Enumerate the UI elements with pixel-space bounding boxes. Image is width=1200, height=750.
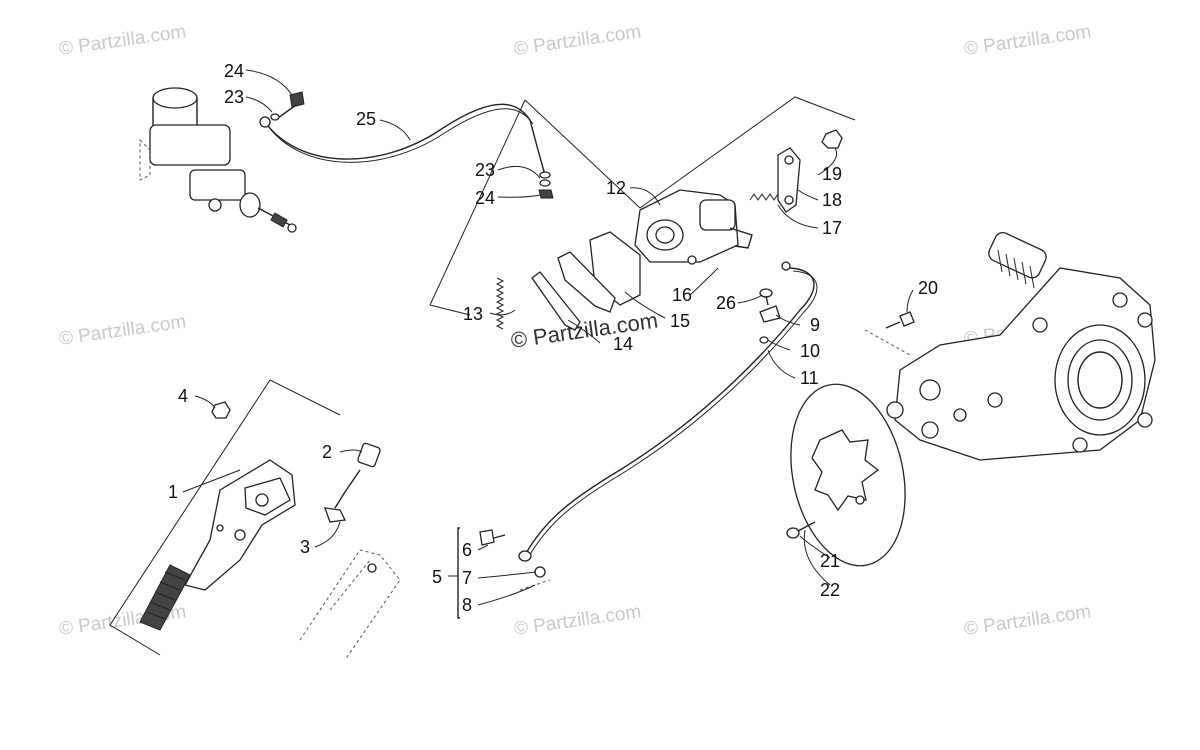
gearcase-bolt [885, 311, 915, 329]
caliper-lever [777, 147, 801, 213]
callout-11: 11 [800, 368, 819, 388]
callout-8: 8 [462, 595, 472, 615]
brake-disc [790, 383, 906, 567]
callout-14: 14 [613, 334, 633, 354]
leader-lines [182, 69, 914, 606]
handbrake-lever [109, 379, 341, 656]
callout-23: 23 [224, 87, 244, 107]
callout-2: 2 [322, 442, 332, 462]
watermark: © Partzilla.com [513, 21, 643, 60]
callout-3: 3 [300, 537, 310, 557]
callout-5: 5 [432, 567, 442, 587]
watermark: © Partzilla.com [58, 21, 188, 60]
caliper-bracket [531, 231, 641, 331]
callout-4: 4 [178, 386, 188, 406]
callout-20: 20 [918, 278, 938, 298]
callout-numbers: 24 23 25 23 24 12 19 18 17 20 13 16 15 1… [168, 61, 938, 615]
caliper-spring [495, 277, 505, 330]
master-cylinder [139, 87, 297, 233]
callout-12: 12 [606, 178, 626, 198]
callout-24: 24 [224, 61, 244, 81]
brake-switch [324, 442, 381, 523]
callout-21: 21 [820, 551, 840, 571]
watermark: © Partzilla.com [963, 601, 1093, 640]
brake-caliper [634, 189, 753, 265]
callout-17: 17 [822, 218, 842, 238]
lever-nut [211, 401, 231, 419]
watermark: © Partzilla.com [58, 311, 188, 350]
callout-19: 19 [822, 164, 842, 184]
disc-screw [786, 521, 816, 539]
clevis-hardware [479, 529, 551, 591]
callout-13: 13 [463, 304, 483, 324]
brake-hose [259, 103, 546, 176]
bracket-5-frame [457, 527, 460, 619]
callout-16: 16 [672, 285, 692, 305]
watermark: © Partzilla.com [963, 21, 1093, 60]
callout-10: 10 [800, 341, 820, 361]
banjo-bolt [270, 91, 305, 121]
callout-24: 24 [475, 188, 495, 208]
callout-22: 22 [820, 580, 840, 600]
watermark: © Partzilla.com [513, 601, 643, 640]
callout-6: 6 [462, 540, 472, 560]
cable-bolt [759, 288, 781, 344]
frame-ghost [299, 549, 401, 661]
parking-brake-cable [518, 261, 818, 562]
callout-7: 7 [462, 568, 472, 588]
callout-25: 25 [356, 109, 376, 129]
callout-9: 9 [810, 315, 820, 335]
callout-15: 15 [670, 311, 690, 331]
caliper-group-frame [429, 96, 856, 316]
banjo-bolt-lower [538, 171, 554, 199]
callout-1: 1 [168, 482, 178, 502]
callout-23: 23 [475, 160, 495, 180]
callout-18: 18 [822, 190, 842, 210]
rear-gearcase [864, 231, 1156, 461]
callout-26: 26 [716, 293, 736, 313]
lock-nut [821, 129, 843, 149]
